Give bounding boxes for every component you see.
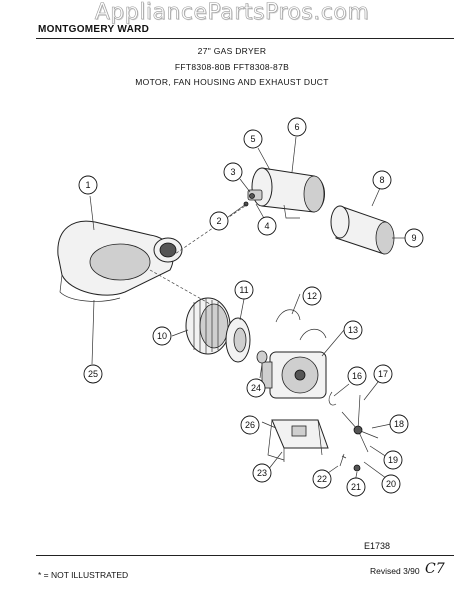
callout-23: 23 [252,463,272,483]
washer-part [256,350,268,364]
motor-mount-part [267,419,329,462]
clip-part-2 [299,328,327,341]
fan-housing-part [57,220,183,302]
svg-text:22: 22 [317,474,327,484]
callout-26: 26 [240,415,260,435]
callout-5: 5 [243,129,263,149]
svg-text:19: 19 [388,455,398,465]
svg-text:13: 13 [348,325,358,335]
not-illustrated-note: * = NOT ILLUSTRATED [38,570,129,580]
pulley-disc-part [225,317,251,363]
svg-text:5: 5 [250,134,255,144]
callout-16: 16 [347,366,367,386]
svg-text:21: 21 [351,482,361,492]
svg-text:3: 3 [230,167,235,177]
callout-20: 20 [381,474,401,494]
callout-2: 2 [209,211,229,231]
callout-24: 24 [246,378,266,398]
svg-text:17: 17 [378,369,388,379]
exhaust-duct-part [251,167,325,219]
section-title: MOTOR, FAN HOUSING AND EXHAUST DUCT [135,77,329,87]
leader-lines [89,136,405,483]
motor-part [261,351,327,399]
handwritten-mark: C7 [425,561,445,577]
svg-text:16: 16 [352,371,362,381]
svg-text:25: 25 [88,369,98,379]
svg-text:18: 18 [394,419,404,429]
spring-clip-part [328,391,337,406]
svg-text:23: 23 [257,468,267,478]
callout-19: 19 [383,450,403,470]
svg-text:6: 6 [294,122,299,132]
nut-part [353,464,361,472]
footer-rule [36,555,454,556]
header-rule [36,38,454,39]
svg-text:20: 20 [386,479,396,489]
exhaust-tube-part [330,205,395,255]
callout-3: 3 [223,162,243,182]
fan-blade-part [341,394,379,453]
callout-17: 17 [373,364,393,384]
blower-wheel-part [185,297,231,355]
callout-12: 12 [302,286,322,306]
svg-text:24: 24 [251,383,261,393]
svg-text:8: 8 [379,175,384,185]
callout-13: 13 [343,320,363,340]
revision-date: Revised 3/90 [370,566,420,576]
svg-text:2: 2 [216,216,221,226]
callout-18: 18 [389,414,409,434]
svg-text:9: 9 [411,233,416,243]
screw-part [339,453,347,467]
callout-25: 25 [83,364,103,384]
svg-text:12: 12 [307,291,317,301]
model-numbers: FFT8308-80B FFT8308-87B [174,62,290,72]
figure-id: E1738 [364,541,391,551]
callout-9: 9 [404,228,424,248]
callout-22: 22 [312,469,332,489]
svg-text:26: 26 [245,420,255,430]
clip-part [275,309,301,323]
svg-text:1: 1 [85,180,90,190]
callout-8: 8 [372,170,392,190]
page-title: 27" GAS DRYER [197,46,267,56]
svg-text:11: 11 [239,285,248,295]
brand-name: MONTGOMERY WARD [38,24,150,35]
callout-21: 21 [346,477,366,497]
svg-text:4: 4 [264,221,269,231]
callout-1: 1 [78,175,98,195]
callout-11: 11 [234,280,254,300]
callout-6: 6 [287,117,307,137]
callout-10: 10 [152,326,172,346]
callout-4: 4 [257,216,277,236]
svg-text:10: 10 [157,331,167,341]
